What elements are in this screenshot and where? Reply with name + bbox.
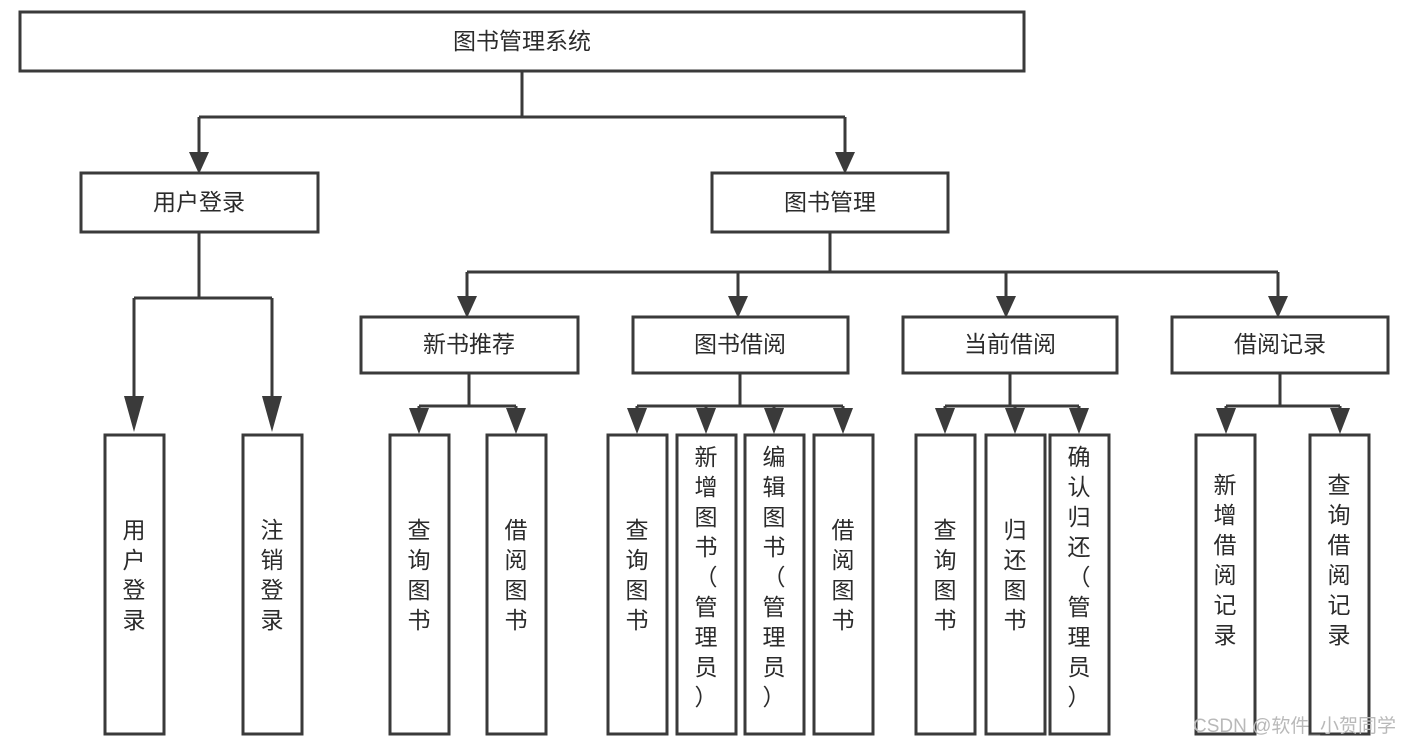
- node-borrow-record-box[interactable]: [1170, 315, 1390, 375]
- arrow-head-leaf-return-book: [1005, 408, 1025, 434]
- node-leaf-logout-login[interactable]: 注销登录: [241, 433, 304, 736]
- node-current-borrow-label: 当前借阅: [964, 331, 1056, 357]
- connector-layer: [124, 71, 1350, 434]
- arrow-head-borrow-record: [1268, 296, 1288, 318]
- node-leaf-query-book-3[interactable]: 查询图书: [914, 433, 977, 736]
- node-current-borrow[interactable]: 当前借阅: [901, 315, 1119, 375]
- node-book-management[interactable]: 图书管理: [710, 171, 950, 234]
- node-book-borrow-label: 图书借阅: [694, 331, 786, 357]
- node-leaf-return-book-label: 归还图书: [1004, 517, 1027, 633]
- arrow-head-leaf-logout-login: [262, 396, 282, 432]
- node-leaf-query-borrow-record[interactable]: 查询借阅记录: [1308, 433, 1371, 736]
- node-user-login[interactable]: 用户登录: [79, 171, 320, 234]
- node-leaf-user-login-box[interactable]: [103, 433, 166, 736]
- node-borrow-record[interactable]: 借阅记录: [1170, 315, 1390, 375]
- node-book-management-label: 图书管理: [784, 189, 876, 215]
- node-leaf-edit-book-admin[interactable]: 编辑图书（管理员）: [743, 433, 806, 736]
- node-leaf-add-book-admin[interactable]: 新增图书（管理员）: [675, 433, 738, 736]
- node-leaf-query-book-2-box[interactable]: [606, 433, 669, 736]
- node-leaf-user-login-label: 用户登录: [123, 517, 146, 633]
- arrow-head-leaf-add-book-admin: [696, 408, 716, 434]
- arrow-head-leaf-query-book-3: [935, 408, 955, 434]
- node-leaf-logout-login-label: 注销登录: [261, 517, 284, 633]
- arrow-head-leaf-query-book-2: [627, 408, 647, 434]
- node-book-borrow[interactable]: 图书借阅: [631, 315, 850, 375]
- arrow-head-leaf-borrow-book-2: [833, 408, 853, 434]
- node-leaf-borrow-book-1[interactable]: 借阅图书: [485, 433, 548, 736]
- arrow-head-new-book-recommend: [457, 296, 477, 318]
- node-leaf-query-book-1-box[interactable]: [388, 433, 451, 736]
- node-leaf-return-book-box[interactable]: [984, 433, 1047, 736]
- node-borrow-record-label: 借阅记录: [1234, 331, 1326, 357]
- node-leaf-confirm-return-admin-label: 确认归还（管理员）: [1068, 444, 1091, 710]
- node-book-borrow-box[interactable]: [631, 315, 850, 375]
- node-user-login-label: 用户登录: [153, 189, 245, 215]
- arrow-head-leaf-confirm-return-admin: [1069, 408, 1089, 434]
- node-leaf-add-book-admin-label: 新增图书（管理员）: [695, 444, 718, 710]
- csdn-watermark: CSDN @软件_小贺同学: [1193, 715, 1396, 737]
- node-leaf-borrow-book-2-box[interactable]: [812, 433, 875, 736]
- arrow-head-leaf-query-borrow-record: [1330, 408, 1350, 434]
- node-leaf-confirm-return-admin-box[interactable]: [1048, 433, 1111, 736]
- node-leaf-borrow-book-1-label: 借阅图书: [505, 517, 528, 633]
- node-new-book-recommend-box[interactable]: [359, 315, 580, 375]
- arrow-head-book-borrow: [728, 296, 748, 318]
- node-leaf-add-borrow-record-label: 新增借阅记录: [1214, 472, 1237, 648]
- node-leaf-add-borrow-record-box[interactable]: [1194, 433, 1257, 736]
- node-root[interactable]: 图书管理系统: [18, 10, 1026, 73]
- node-leaf-edit-book-admin-label: 编辑图书（管理员）: [763, 444, 786, 710]
- arrow-head-leaf-add-borrow-record: [1216, 408, 1236, 434]
- node-root-box[interactable]: [18, 10, 1026, 73]
- node-leaf-query-borrow-record-box[interactable]: [1308, 433, 1371, 736]
- node-root-label: 图书管理系统: [453, 28, 591, 54]
- node-current-borrow-box[interactable]: [901, 315, 1119, 375]
- node-book-management-box[interactable]: [710, 171, 950, 234]
- node-leaf-query-book-2[interactable]: 查询图书: [606, 433, 669, 736]
- node-leaf-edit-book-admin-box[interactable]: [743, 433, 806, 736]
- arrow-head-leaf-borrow-book-1: [506, 408, 526, 434]
- node-leaf-query-book-3-box[interactable]: [914, 433, 977, 736]
- arrow-head-current-borrow: [996, 296, 1016, 318]
- node-leaf-borrow-book-1-box[interactable]: [485, 433, 548, 736]
- arrow-head-leaf-user-login: [124, 396, 144, 432]
- node-leaf-user-login[interactable]: 用户登录: [103, 433, 166, 736]
- node-leaf-query-book-3-label: 查询图书: [934, 517, 957, 633]
- node-new-book-recommend[interactable]: 新书推荐: [359, 315, 580, 375]
- node-leaf-logout-login-box[interactable]: [241, 433, 304, 736]
- arrow-head-leaf-edit-book-admin: [764, 408, 784, 434]
- arrow-head-leaf-query-book-1: [409, 408, 429, 434]
- node-leaf-confirm-return-admin[interactable]: 确认归还（管理员）: [1048, 433, 1111, 736]
- node-leaf-add-borrow-record[interactable]: 新增借阅记录: [1194, 433, 1257, 736]
- node-leaf-query-borrow-record-label: 查询借阅记录: [1328, 472, 1351, 648]
- node-leaf-add-book-admin-box[interactable]: [675, 433, 738, 736]
- node-leaf-return-book[interactable]: 归还图书: [984, 433, 1047, 736]
- arrow-head-user-login: [189, 152, 209, 174]
- node-user-login-box[interactable]: [79, 171, 320, 234]
- node-leaf-borrow-book-2[interactable]: 借阅图书: [812, 433, 875, 736]
- node-leaf-query-book-1-label: 查询图书: [408, 517, 431, 633]
- node-new-book-recommend-label: 新书推荐: [423, 331, 515, 357]
- arrow-head-book-management: [835, 152, 855, 174]
- node-leaf-borrow-book-2-label: 借阅图书: [832, 517, 855, 633]
- node-leaf-query-book-2-label: 查询图书: [626, 517, 649, 633]
- node-leaf-query-book-1[interactable]: 查询图书: [388, 433, 451, 736]
